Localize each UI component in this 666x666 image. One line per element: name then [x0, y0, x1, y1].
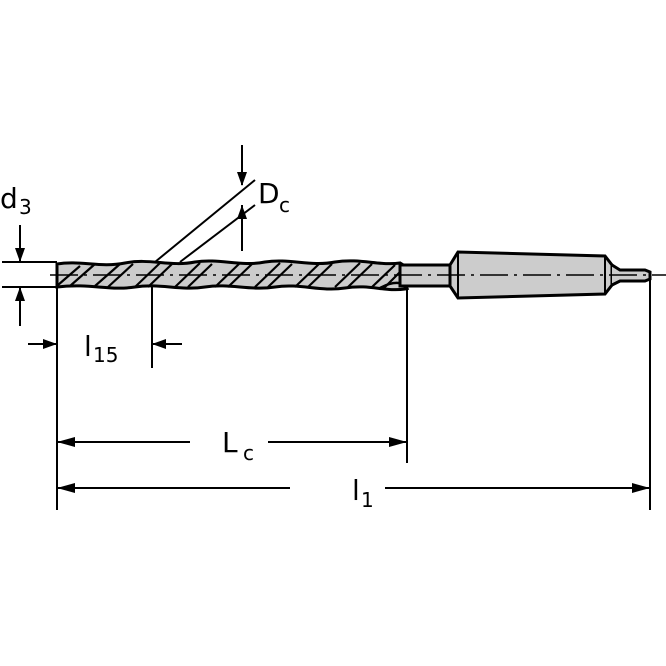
dimension-dc — [154, 145, 256, 263]
label-l1-symbol: l — [352, 474, 360, 507]
label-dc-symbol: D — [258, 177, 280, 210]
label-dc-subscript: c — [279, 193, 290, 217]
dimension-lc — [57, 290, 408, 463]
label-l15-symbol: l — [84, 330, 92, 363]
label-lc-symbol: L — [222, 426, 238, 459]
dimension-d3 — [2, 225, 57, 326]
label-d3-subscript: 3 — [19, 195, 32, 219]
label-d3-symbol: d — [0, 182, 18, 215]
dimension-l15 — [28, 287, 182, 510]
label-l15-subscript: 15 — [93, 343, 118, 367]
label-l1-subscript: 1 — [361, 488, 374, 512]
label-lc-subscript: c — [243, 441, 254, 465]
dimension-l1 — [57, 272, 651, 510]
